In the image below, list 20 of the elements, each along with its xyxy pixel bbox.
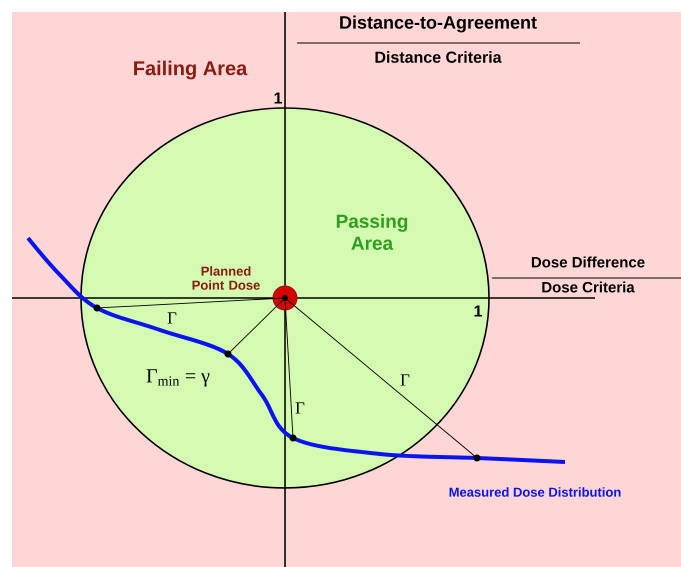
gamma-line	[284, 298, 478, 458]
measured-point	[290, 434, 296, 442]
measured-point	[474, 454, 480, 462]
measured-point	[94, 304, 100, 312]
edge-label: Γ	[168, 312, 176, 324]
region-label: Failing Area	[134, 60, 248, 80]
axis-title: Dose Difference	[532, 256, 645, 268]
axis-title: Distance Criteria	[375, 51, 502, 63]
planned-dose-point: Planned Point Dose	[192, 266, 298, 310]
axis-title: Distance-to-Agreement	[340, 16, 537, 32]
axis-title: Dose Criteria	[542, 281, 635, 292]
gamma-formula: Γ$_{min}$ = γ	[146, 369, 210, 387]
tick-label: 1	[274, 92, 282, 104]
edge-label: Γ	[400, 374, 410, 386]
measured-point	[224, 350, 232, 358]
node-label: Planned Point Dose	[192, 266, 260, 290]
curve-label: Measured Dose Distribution	[450, 487, 620, 497]
edge-label: Γ	[296, 402, 304, 414]
gamma-line	[228, 298, 286, 354]
tick-label: 1	[474, 305, 482, 316]
